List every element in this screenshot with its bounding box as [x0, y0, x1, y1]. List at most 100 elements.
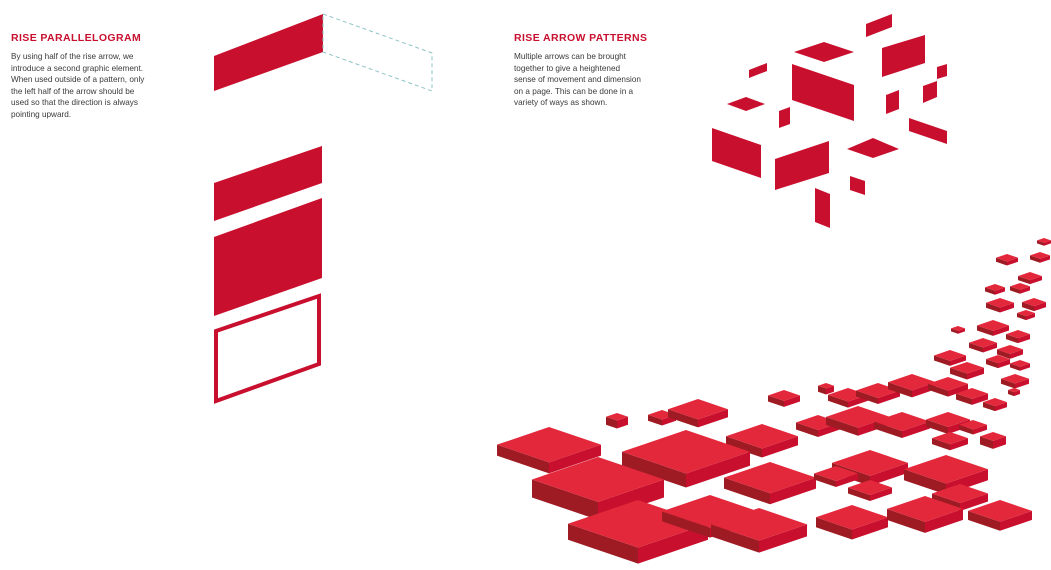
block-face: [1010, 349, 1023, 359]
block-face: [995, 402, 1007, 412]
block-face: [818, 385, 826, 395]
block-face: [1030, 255, 1040, 263]
block-face: [848, 480, 892, 495]
extruded-arrow-block: [711, 508, 807, 553]
scattered-arrow-pattern: [712, 14, 947, 228]
extruded-arrow-block: [977, 320, 1009, 336]
extruded-arrow-block: [1001, 374, 1029, 389]
block-face: [1017, 310, 1035, 317]
block-face: [948, 383, 968, 397]
block-face: [622, 451, 686, 488]
pattern-piece: [779, 107, 790, 128]
pattern-piece: [775, 141, 829, 190]
block-face: [1008, 390, 1014, 397]
block-face: [888, 374, 936, 391]
parallelogram-thin: [214, 146, 322, 221]
pattern-piece: [792, 64, 854, 121]
block-face: [959, 424, 973, 435]
block-face: [497, 427, 601, 463]
block-face: [1017, 313, 1026, 321]
pattern-piece: [727, 97, 765, 111]
block-face: [874, 421, 902, 439]
block-face: [956, 393, 972, 405]
block-face: [932, 438, 950, 451]
extruded-arrow-block: [986, 355, 1010, 369]
block-face: [606, 416, 617, 429]
block-face: [926, 419, 948, 434]
block-face: [968, 510, 1000, 531]
block-face: [1000, 302, 1014, 313]
extruded-arrow-block: [904, 455, 988, 495]
block-face: [977, 320, 1009, 331]
block-face: [1007, 257, 1018, 266]
block-face: [726, 436, 762, 458]
block-face: [870, 487, 892, 501]
block-face: [960, 493, 988, 512]
extruded-arrow-block: [622, 430, 750, 488]
block-face: [874, 412, 930, 432]
block-face: [950, 355, 966, 366]
block-face: [934, 350, 966, 361]
rise-parallelogram-heading: RISE PARALLELOGRAM: [11, 32, 142, 44]
block-face: [932, 432, 968, 445]
block-face: [986, 355, 1010, 364]
block-face: [1001, 374, 1029, 384]
block-face: [887, 508, 925, 533]
block-face: [997, 345, 1023, 354]
block-face: [887, 496, 963, 522]
block-face: [759, 524, 807, 553]
block-face: [870, 462, 908, 486]
block-face: [986, 359, 998, 369]
extruded-arrow-block: [985, 284, 1005, 295]
block-face: [668, 399, 728, 420]
block-face: [606, 413, 628, 421]
block-face: [568, 523, 638, 564]
block-face: [959, 420, 987, 430]
block-face: [724, 477, 770, 505]
rise-arrow-patterns-heading: RISE ARROW PATTERNS: [514, 32, 648, 44]
pattern-piece: [909, 118, 947, 144]
block-face: [814, 466, 858, 481]
block-face: [826, 416, 858, 436]
block-face: [1015, 378, 1029, 389]
block-face: [1006, 334, 1018, 344]
block-face: [950, 362, 984, 374]
extruded-arrow-block: [1008, 388, 1020, 397]
block-face: [532, 457, 664, 502]
block-face: [1010, 286, 1020, 294]
block-face: [985, 284, 1005, 291]
extruded-arrow-block: [874, 412, 930, 439]
block-face: [1022, 302, 1034, 312]
half-arrow-parallelogram: [214, 14, 323, 91]
block-face: [951, 326, 965, 331]
block-face: [617, 416, 628, 429]
block-face: [1022, 298, 1046, 307]
hidden-right-half-outline: [322, 13, 433, 92]
block-face: [828, 394, 848, 408]
parallelogram-demo: [214, 13, 433, 404]
block-face: [983, 398, 1007, 407]
parallelogram-outline: [214, 293, 321, 404]
extruded-arrow-block: [968, 500, 1032, 531]
block-face: [1018, 272, 1042, 281]
extruded-arrow-block: [668, 399, 728, 428]
block-face: [1010, 363, 1020, 371]
block-face: [1040, 255, 1050, 263]
extruded-arrow-block: [1022, 298, 1046, 312]
block-face: [993, 325, 1009, 336]
block-face: [926, 412, 970, 427]
block-face: [1026, 313, 1035, 321]
block-face: [985, 287, 995, 295]
block-face: [972, 393, 988, 405]
block-face: [1010, 360, 1030, 367]
block-face: [995, 287, 1005, 295]
extruded-arrow-block: [856, 383, 900, 404]
extruded-arrow-block: [996, 254, 1018, 266]
block-face: [928, 377, 968, 391]
extruded-arrow-pattern: [497, 238, 1051, 564]
pattern-piece: [815, 188, 830, 228]
block-face: [814, 473, 836, 487]
extruded-arrow-block: [768, 390, 800, 407]
block-face: [950, 438, 968, 451]
block-face: [816, 517, 852, 540]
